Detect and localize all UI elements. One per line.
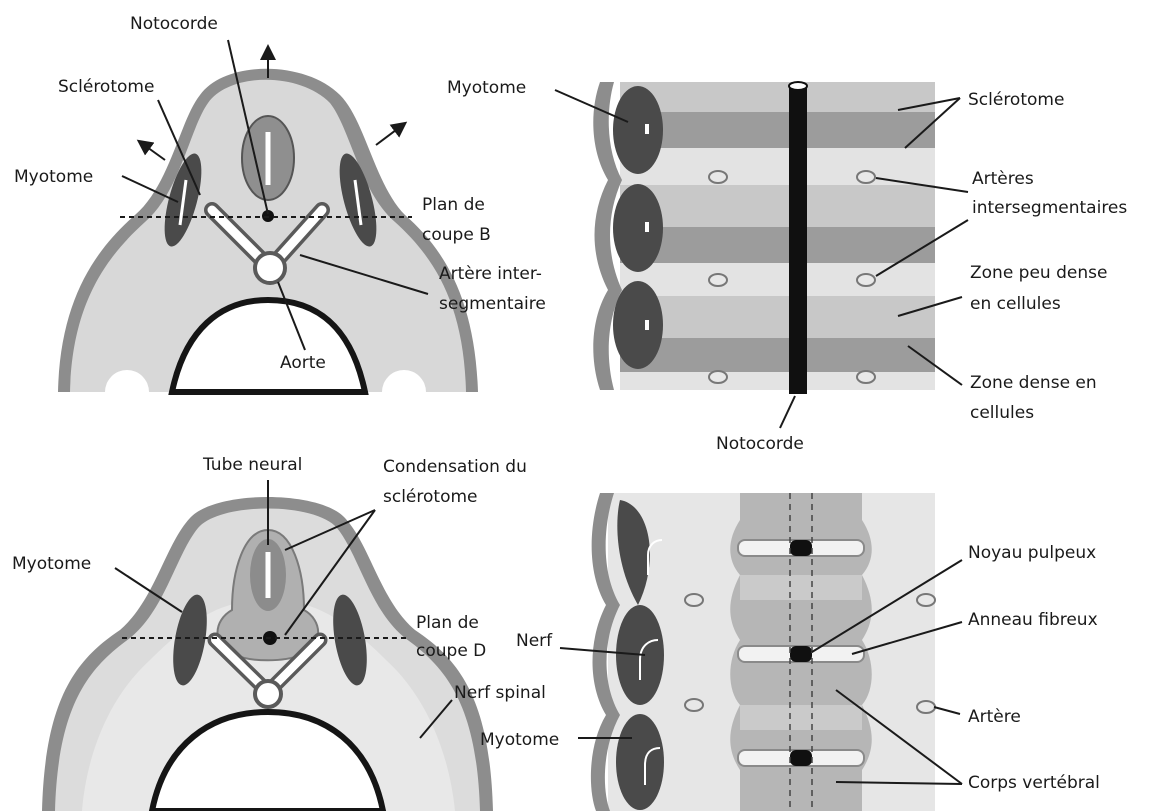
- panel-b-band-light-3: [620, 296, 935, 338]
- label-b-zone-peu-line2: en cellules: [970, 294, 1061, 314]
- label-d-nerf: Nerf: [516, 631, 553, 651]
- panel-d-myotome-3: [616, 714, 664, 810]
- panel-b-notochord: [789, 86, 807, 394]
- panel-b-myotome-2-core: [645, 222, 649, 232]
- label-b-notocorde: Notocorde: [716, 434, 804, 454]
- label-b-zone-dense-line2: cellules: [970, 403, 1034, 423]
- label-c-condensation-line2: sclérotome: [383, 487, 478, 507]
- panel-d-nucleus-2: [790, 646, 812, 662]
- leader-d-artere: [934, 707, 960, 714]
- panel-b-myotome-2: [613, 184, 663, 272]
- panel-b-myotome-1-core: [645, 124, 649, 134]
- label-d-myotome: Myotome: [480, 730, 559, 750]
- panel-b-band-light-1: [620, 82, 935, 112]
- label-a-myotome: Myotome: [14, 167, 93, 187]
- panel-d-nucleus-3: [790, 750, 812, 766]
- label-d-anneau: Anneau fibreux: [968, 610, 1098, 630]
- panel-b-notochord-top: [789, 82, 807, 90]
- panel-b-artery: [857, 371, 875, 383]
- panel-a-cross-section: Notocorde Sclérotome Myotome Plan de cou…: [14, 14, 546, 392]
- label-b-arteres-line2: intersegmentaires: [972, 198, 1127, 218]
- panel-b-band-dense-2: [620, 227, 935, 263]
- label-c-plan-d-line1: Plan de: [416, 613, 479, 633]
- panel-b-artery: [857, 171, 875, 183]
- label-b-arteres-line1: Artères: [972, 169, 1034, 189]
- panel-c-aorta: [255, 681, 281, 707]
- panel-d-nucleus-1: [790, 540, 812, 556]
- label-a-sclerotome: Sclérotome: [58, 77, 154, 97]
- label-c-myotome: Myotome: [12, 554, 91, 574]
- panel-d-longitudinal-section: Nerf Myotome Noyau pulpeux Anneau fibreu…: [480, 493, 1100, 811]
- label-b-zone-dense-line1: Zone dense en: [970, 373, 1097, 393]
- label-b-sclerotome: Sclérotome: [968, 90, 1064, 110]
- panel-b-artery: [709, 171, 727, 183]
- panel-d-artery: [917, 594, 935, 606]
- label-a-artere-line2: segmentaire: [439, 294, 546, 314]
- panel-d-vertebra-light-2: [740, 705, 862, 730]
- panel-b-longitudinal-section: Myotome Sclérotome Artères intersegmenta…: [447, 78, 1127, 454]
- panel-b-artery: [709, 371, 727, 383]
- panel-b-myotome-3: [613, 281, 663, 369]
- label-c-tube-neural: Tube neural: [202, 455, 302, 475]
- label-a-notocorde: Notocorde: [130, 14, 218, 34]
- panel-b-myotome-3-core: [645, 320, 649, 330]
- label-a-artere-line1: Artère inter-: [439, 264, 542, 284]
- label-a-plan-b-line1: Plan de: [422, 195, 485, 215]
- panel-d-artery: [917, 701, 935, 713]
- panel-d-artery: [685, 594, 703, 606]
- panel-d-artery: [685, 699, 703, 711]
- label-a-plan-b-line2: coupe B: [422, 225, 491, 245]
- panel-a-aorta: [255, 253, 285, 283]
- label-b-zone-peu-line1: Zone peu dense: [970, 263, 1107, 283]
- panel-b-artery: [709, 274, 727, 286]
- label-b-myotome: Myotome: [447, 78, 526, 98]
- leader-b-notocorde: [780, 396, 795, 428]
- label-c-condensation-line1: Condensation du: [383, 457, 527, 477]
- panel-b-artery: [857, 274, 875, 286]
- panel-a-arrow-left: [140, 142, 165, 160]
- label-d-corps: Corps vertébral: [968, 773, 1100, 793]
- label-d-noyau: Noyau pulpeux: [968, 543, 1096, 563]
- label-c-plan-d-line2: coupe D: [416, 641, 486, 661]
- panel-b-band-dense-1: [620, 112, 935, 148]
- label-a-aorte: Aorte: [280, 353, 326, 373]
- panel-b-band-light-2: [620, 185, 935, 227]
- panel-b-band-dense-3: [620, 338, 935, 372]
- panel-b-myotome-1: [613, 86, 663, 174]
- label-d-artere: Artère: [968, 707, 1021, 727]
- label-c-nerf-spinal: Nerf spinal: [454, 683, 546, 703]
- panel-c-cross-section: Tube neural Condensation du sclérotome M…: [12, 455, 546, 811]
- panel-d-vertebra-light-1: [740, 575, 862, 600]
- panel-a-arrow-right: [376, 124, 404, 145]
